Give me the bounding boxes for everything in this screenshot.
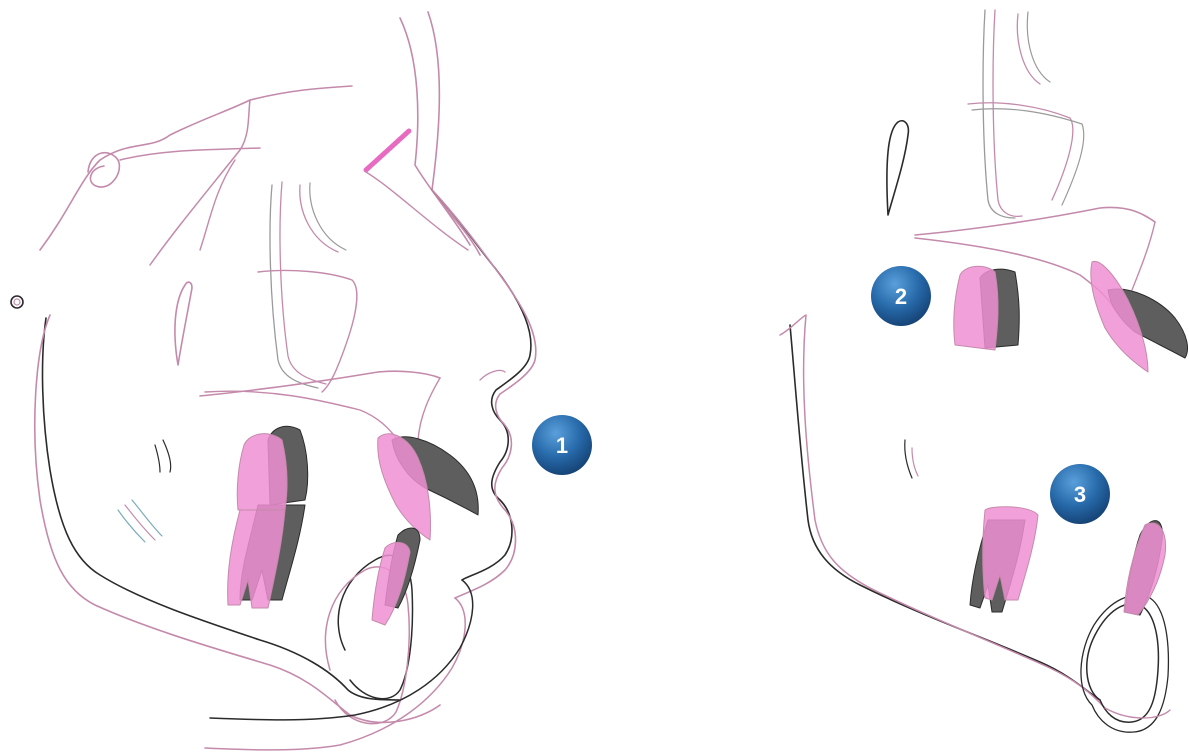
r-orbit-d <box>1027 12 1050 82</box>
nasion-marker <box>366 130 410 170</box>
chin-soft-tissue-after <box>205 598 465 750</box>
cranial-base-outline <box>40 86 352 250</box>
nasal-bone-line <box>366 172 468 250</box>
canal-line-1 <box>155 445 160 472</box>
nostril-outline <box>480 370 505 380</box>
sphenoid-line <box>150 100 250 265</box>
r-zygoma-b <box>972 109 1084 205</box>
marker-1-label: 1 <box>556 433 568 458</box>
r-canal-line-2 <box>912 448 918 476</box>
marker-2-label: 2 <box>895 284 907 309</box>
frontal-bone-outline-2 <box>428 12 480 255</box>
r-symphysis-after <box>1081 595 1168 732</box>
soft-tissue-profile-before <box>432 190 531 580</box>
r-mandible-before <box>790 325 1100 700</box>
ptm-fissure <box>175 282 192 365</box>
clivus-line <box>120 148 260 160</box>
canal-line-3 <box>118 510 145 542</box>
canal-line-5 <box>132 500 162 536</box>
ear-rod-icon <box>11 296 23 308</box>
zygoma-outline-b <box>300 185 338 252</box>
marker-2: 2 <box>871 266 931 326</box>
marker-3-label: 3 <box>1074 482 1086 507</box>
r-upper-molar-after <box>954 266 998 350</box>
r-symphysis-before <box>1087 604 1159 722</box>
r-orbit-a <box>983 10 1015 218</box>
orbit-outline-a <box>270 185 318 388</box>
left-panel-full-profile <box>11 12 536 750</box>
soft-tissue-profile-after <box>432 190 536 598</box>
marker-3: 3 <box>1050 464 1110 524</box>
r-palatal-plane <box>915 207 1155 235</box>
maxilla-anterior <box>418 378 440 440</box>
r-maxilla-front <box>1132 222 1155 290</box>
r-lower-molar-after <box>983 507 1038 600</box>
zygoma-outline-c <box>310 183 346 250</box>
r-lower-incisor-after <box>1124 523 1166 615</box>
upper-molar-after <box>237 434 287 510</box>
right-panel-regional <box>780 10 1188 732</box>
r-ptm-fissure <box>887 121 909 215</box>
zygoma-outline-a <box>258 270 357 392</box>
marker-1: 1 <box>532 415 592 475</box>
r-orbit-c <box>1017 14 1040 84</box>
palatal-plane-before <box>200 371 440 396</box>
r-canal-line-1 <box>905 440 912 478</box>
orbital-line <box>200 160 235 250</box>
mandible-outline-before <box>43 318 400 700</box>
canal-line-2 <box>163 440 171 472</box>
